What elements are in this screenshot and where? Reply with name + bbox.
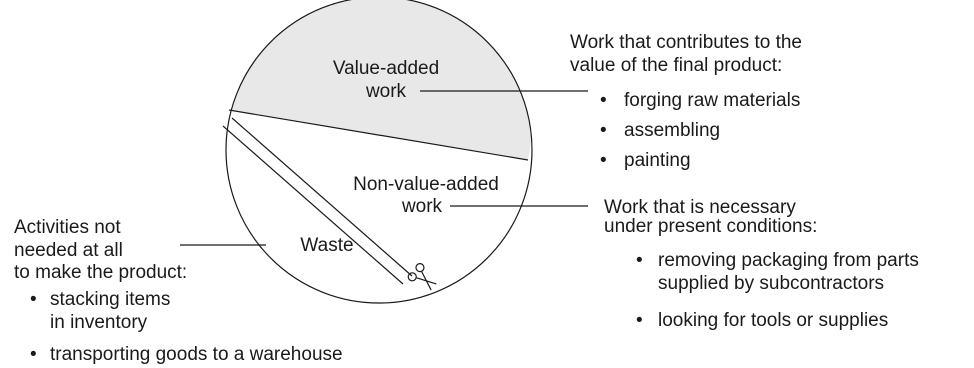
waste-bullet: transporting goods to a warehouse bbox=[50, 344, 343, 365]
pie-circle bbox=[225, 0, 533, 304]
waste-cut-line-lower bbox=[222, 125, 404, 285]
waste-note-title-2: needed at all bbox=[14, 240, 123, 261]
value-added-label-2: work bbox=[365, 81, 407, 102]
necessary-bullet-dot: • bbox=[636, 250, 643, 271]
value-added-divider bbox=[228, 109, 529, 161]
necessary-bullet: removing packaging from parts bbox=[658, 250, 919, 271]
necessary-note-title: Work that is necessary bbox=[604, 197, 796, 218]
value-added-note-title-2: value of the final product: bbox=[570, 55, 782, 76]
necessary-bullet-cont: supplied by subcontractors bbox=[658, 273, 884, 294]
value-added-bullet-dot: • bbox=[600, 90, 607, 111]
value-added-bullet: assembling bbox=[624, 120, 720, 141]
waste-note-title-3: to make the product: bbox=[14, 262, 187, 283]
value-added-label: Value-added bbox=[333, 58, 439, 79]
waste-bullet-cont: in inventory bbox=[50, 312, 148, 333]
scissors-icon bbox=[407, 263, 437, 291]
waste-bullet: stacking items bbox=[50, 289, 170, 310]
waste-label: Waste bbox=[300, 235, 353, 256]
value-added-note-title: Work that contributes to the bbox=[570, 32, 802, 53]
necessary-note-title-2: under present conditions: bbox=[604, 216, 817, 237]
waste-cut-line-upper bbox=[231, 117, 413, 277]
value-added-segment bbox=[226, 0, 532, 160]
value-added-bullet: painting bbox=[624, 150, 691, 171]
waste-bullet-dot: • bbox=[30, 344, 37, 365]
non-value-added-label-2: work bbox=[401, 196, 443, 217]
value-added-bullet-dot: • bbox=[600, 120, 607, 141]
non-value-added-label: Non-value-added bbox=[353, 174, 499, 195]
necessary-bullet-dot: • bbox=[636, 310, 643, 331]
value-added-bullet: forging raw materials bbox=[624, 90, 800, 111]
waste-note-title: Activities not bbox=[14, 217, 121, 238]
waste-bullet-dot: • bbox=[30, 289, 37, 310]
necessary-bullet: looking for tools or supplies bbox=[658, 310, 888, 331]
value-added-bullet-dot: • bbox=[600, 150, 607, 171]
